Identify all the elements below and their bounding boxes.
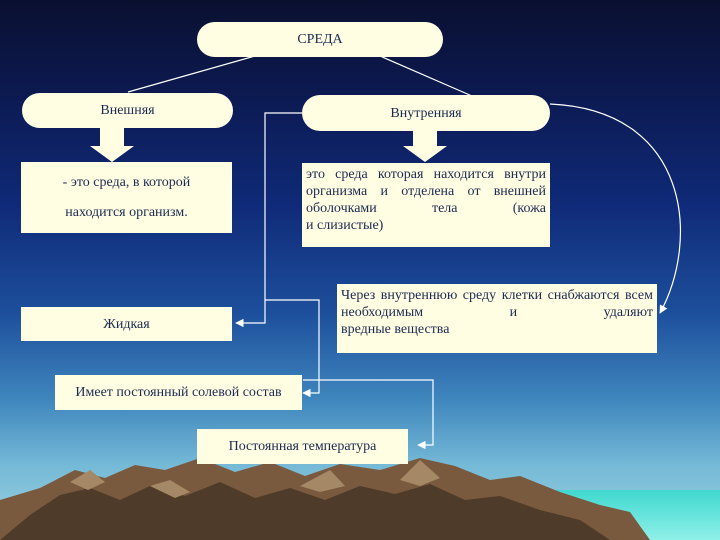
function-note-box: Через внутреннюю среду клетки снабжаются… [337, 284, 657, 353]
root-node-sreda: СРЕДА [197, 22, 443, 57]
mountains-front [0, 482, 610, 540]
internal-node: Внутренняя [302, 95, 550, 131]
root-label: СРЕДА [297, 32, 343, 47]
internal-definition-text: это среда которая находится внутри орган… [306, 167, 546, 216]
external-definition-line1: - это среда, в которой [62, 175, 191, 191]
liquid-property-label: Жидкая [103, 316, 150, 332]
internal-definition-last-line: и слизистые) [306, 218, 384, 233]
external-label: Внешняя [100, 103, 155, 118]
mountains-ridge [150, 480, 190, 498]
external-definition-box: - это среда, в которой находится организ… [21, 162, 232, 233]
internal-definition-box: это среда которая находится внутри орган… [302, 163, 550, 247]
temperature-property-box: Постоянная температура [197, 429, 408, 464]
external-definition-line2: находится организм. [65, 204, 188, 220]
temperature-property-label: Постоянная температура [228, 439, 377, 454]
function-note-last-line: вредные вещества [341, 322, 450, 337]
salt-property-label: Имеет постоянный солевой состав [75, 385, 282, 400]
external-node: Внешняя [22, 93, 233, 128]
internal-label: Внутренняя [390, 105, 462, 121]
liquid-property-box: Жидкая [21, 307, 232, 341]
function-note-text: Через внутреннюю среду клетки снабжаются… [341, 288, 653, 320]
salt-property-box: Имеет постоянный солевой состав [55, 375, 302, 410]
